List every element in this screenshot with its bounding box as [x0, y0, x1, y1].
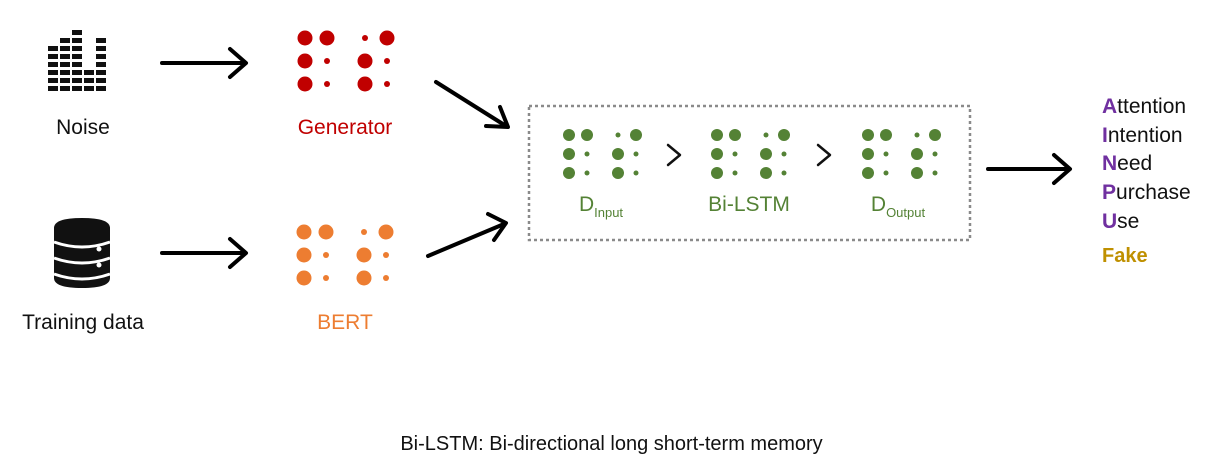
aida-initial: A	[1102, 95, 1118, 118]
bert-network-icon	[296, 224, 394, 286]
bi-lstm-network-icon	[711, 129, 790, 179]
d-output-label: DOutput	[871, 193, 926, 220]
aida-initial: N	[1102, 152, 1118, 175]
d-input-network-icon	[563, 129, 642, 179]
aida-use: Use	[1102, 210, 1139, 234]
aida-rest: eed	[1117, 152, 1153, 175]
bert-label: BERT	[317, 311, 373, 334]
noise-label: Noise	[56, 116, 110, 139]
aida-rest: ntention	[1107, 124, 1183, 147]
aida-rest: se	[1117, 210, 1140, 233]
d-output-network-icon	[862, 129, 941, 179]
aida-rest: ttention	[1117, 95, 1187, 118]
discriminator-to-output-arrow	[986, 153, 1072, 185]
chevron-right-icon	[816, 143, 832, 167]
aida-initial: P	[1102, 181, 1117, 204]
generator-label: Generator	[298, 116, 393, 139]
database-icon	[53, 218, 111, 288]
generator-network-icon	[297, 30, 395, 92]
aida-initial: U	[1102, 210, 1118, 233]
d-output-sub: Output	[886, 205, 925, 220]
discriminator-box	[527, 104, 972, 242]
aida-intention: Intention	[1102, 124, 1183, 148]
aida-need: Need	[1102, 152, 1152, 176]
equalizer-icon	[48, 30, 106, 91]
training-data-label: Training data	[22, 311, 144, 334]
aida-initial: I	[1102, 124, 1108, 147]
generator-to-discriminator-arrow	[434, 80, 510, 129]
fake-label: Fake	[1102, 245, 1148, 267]
bert-to-discriminator-arrow	[426, 212, 508, 258]
d-input-main: D	[579, 193, 594, 216]
training-to-bert-arrow	[160, 237, 248, 269]
footnote: Bi-LSTM: Bi-directional long short-term …	[400, 433, 823, 455]
d-output-main: D	[871, 193, 886, 216]
d-input-sub: Input	[594, 205, 623, 220]
aida-purchase: Purchase	[1102, 181, 1191, 205]
d-input-label: DInput	[579, 193, 623, 220]
chevron-right-icon	[666, 143, 682, 167]
bi-lstm-label: Bi-LSTM	[708, 193, 790, 216]
aida-rest: urchase	[1116, 181, 1191, 204]
noise-to-generator-arrow	[160, 47, 248, 79]
aida-attention: Attention	[1102, 95, 1186, 119]
